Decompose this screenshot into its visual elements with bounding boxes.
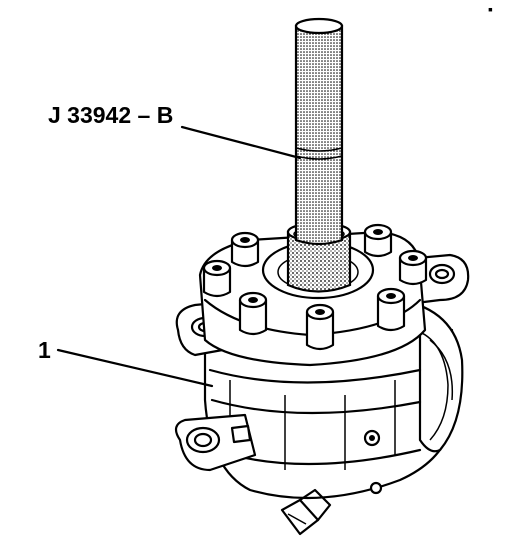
bolt-5 xyxy=(376,287,406,332)
tool-label: J 33942 – B xyxy=(48,102,173,128)
head-bolts xyxy=(202,223,428,351)
bolt-7 xyxy=(363,223,393,258)
tool-shaft xyxy=(286,17,352,293)
part-label: 1 xyxy=(38,337,51,363)
bolt-4 xyxy=(305,303,335,351)
bolt-6 xyxy=(398,249,428,286)
lower-mounting-ear xyxy=(174,413,257,472)
part-callout: 1 xyxy=(38,337,214,388)
bolt-2 xyxy=(202,259,232,298)
tool-callout: J 33942 – B xyxy=(48,102,302,160)
compressor-body xyxy=(203,298,464,536)
corner-mark: ▪ xyxy=(488,1,493,17)
bolt-3 xyxy=(238,291,268,336)
bolt-1 xyxy=(230,231,260,268)
